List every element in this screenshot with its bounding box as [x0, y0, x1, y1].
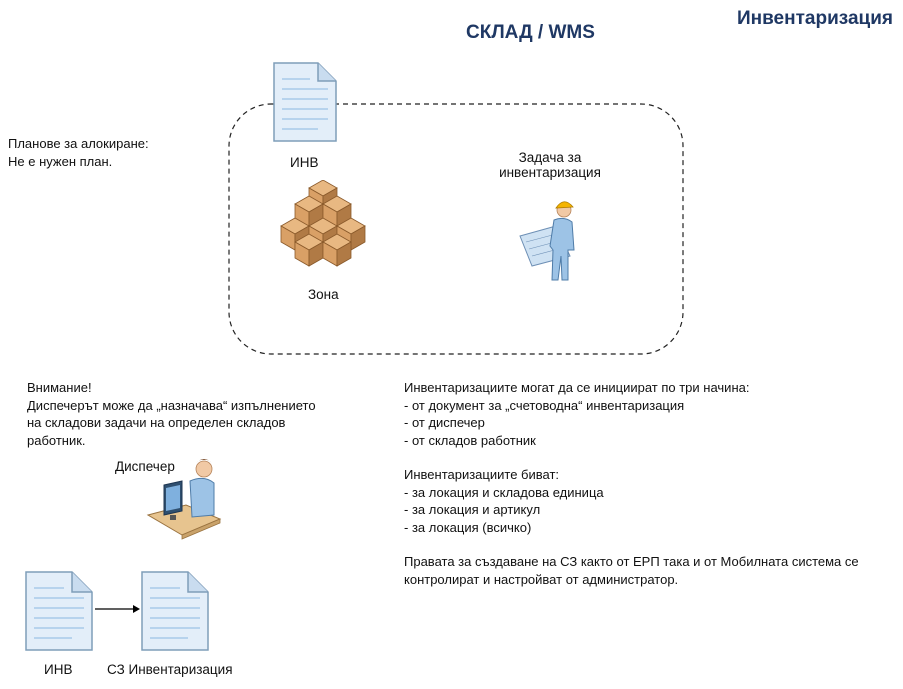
warehouse-worker-icon — [519, 201, 575, 281]
source-doc-label: ИНВ — [44, 662, 73, 677]
rights-line: Правата за създаване на СЗ както от ЕРП … — [404, 554, 859, 569]
initiation-item: - от складов работник — [404, 432, 536, 448]
initiation-item: - от документ за „счетоводна“ инвентариз… — [404, 397, 685, 413]
page-title: Инвентаризация — [737, 8, 893, 29]
document-icon — [141, 571, 209, 651]
plans-note-line: Не е нужен план. — [8, 153, 113, 169]
types-section: Инвентаризациите биват: - за локация и с… — [404, 466, 859, 536]
boxes-icon — [280, 180, 366, 267]
warning-line: Внимание! — [27, 380, 92, 395]
task-label-line: Задача за — [518, 150, 582, 165]
document-icon — [25, 571, 93, 651]
initiation-heading: Инвентаризациите могат да се инициират п… — [404, 380, 750, 395]
rights-line: контролират и настройват от администрато… — [404, 571, 679, 587]
initiation-item: - от диспечер — [404, 415, 485, 430]
types-item: - за локация и складова единица — [404, 484, 604, 500]
task-label: Задача за инвентаризация — [460, 150, 640, 180]
inv-doc-label: ИНВ — [290, 155, 319, 170]
document-icon — [273, 62, 337, 142]
target-doc-label: СЗ Инвентаризация — [107, 662, 233, 677]
types-heading: Инвентаризациите биват: — [404, 467, 560, 482]
dispatcher-label: Диспечер — [115, 459, 175, 474]
types-item: - за локация и артикул — [404, 502, 541, 517]
warning-line: работник. — [27, 432, 86, 448]
zone-label: Зона — [308, 287, 339, 302]
arrow-right-icon — [95, 605, 140, 613]
info-block: Инвентаризациите могат да се инициират п… — [404, 379, 859, 588]
dashed-boundary — [228, 103, 684, 355]
warning-line: Диспечерът може да „назначава“ изпълнени… — [27, 397, 316, 413]
types-item: - за локация (всичко) — [404, 519, 532, 535]
initiation-section: Инвентаризациите могат да се инициират п… — [404, 379, 859, 449]
warning-note: Внимание! Диспечерът може да „назначава“… — [27, 379, 316, 449]
rights-section: Правата за създаване на СЗ както от ЕРП … — [404, 553, 859, 588]
diagram-title: СКЛАД / WMS — [466, 22, 595, 43]
plans-note: Планове за алокиране: Не е нужен план. — [8, 135, 149, 170]
plans-note-line: Планове за алокиране: — [8, 136, 149, 151]
task-label-line: инвентаризация — [499, 165, 601, 180]
warning-line: на складови задачи на определен складов — [27, 415, 286, 430]
dispatcher-icon — [146, 459, 222, 540]
